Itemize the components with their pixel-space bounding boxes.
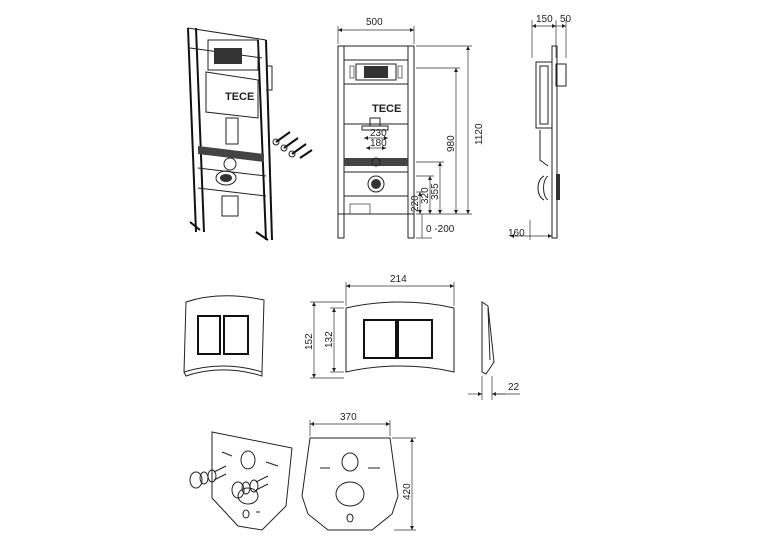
dim-230: 230 [370, 128, 387, 139]
flush-plate-perspective [183, 295, 265, 377]
fixing-bolts-icon [272, 131, 313, 159]
dim-plate-thickness-22: 22 [508, 382, 520, 393]
dim-mat-height-420: 420 [402, 483, 413, 500]
dim-180: 180 [370, 138, 387, 149]
dim-plate-width-214: 214 [390, 274, 407, 285]
dim-depth-50: 50 [560, 14, 572, 25]
dim-plate-height-152: 152 [304, 333, 315, 350]
dim-depth-160: 160 [508, 228, 525, 239]
flush-plate-front: 214 152 132 [304, 274, 455, 379]
tece-logo-front: TECE [372, 103, 401, 115]
frame-isometric-view: TECE [187, 27, 273, 241]
tece-logo-iso: TECE [225, 91, 254, 103]
frame-front-view: TECE 230 180 [337, 45, 415, 239]
dim-plate-height-132: 132 [324, 331, 335, 348]
dim-height-980: 980 [446, 135, 457, 152]
frame-side-view: 150 50 160 [508, 14, 572, 240]
dim-width-500: 500 [366, 17, 383, 28]
dim-height-1120: 1120 [474, 123, 485, 145]
acoustic-mat-perspective [189, 431, 293, 531]
acoustic-mat-front: 370 420 [301, 412, 416, 531]
dim-depth-150: 150 [536, 14, 553, 25]
flush-plate-side: 22 [468, 301, 520, 400]
mat-bolts-icon [189, 465, 269, 499]
dim-height-320: 320 [420, 187, 431, 204]
dim-height-355: 355 [430, 183, 441, 200]
dim-mat-width-370: 370 [340, 412, 357, 423]
dim-height-220: 220 [410, 195, 421, 212]
front-view-dimensions: 500 1120 980 355 320 220 0 -200 [337, 17, 485, 239]
dim-adjust-0-200: 0 -200 [426, 224, 455, 235]
